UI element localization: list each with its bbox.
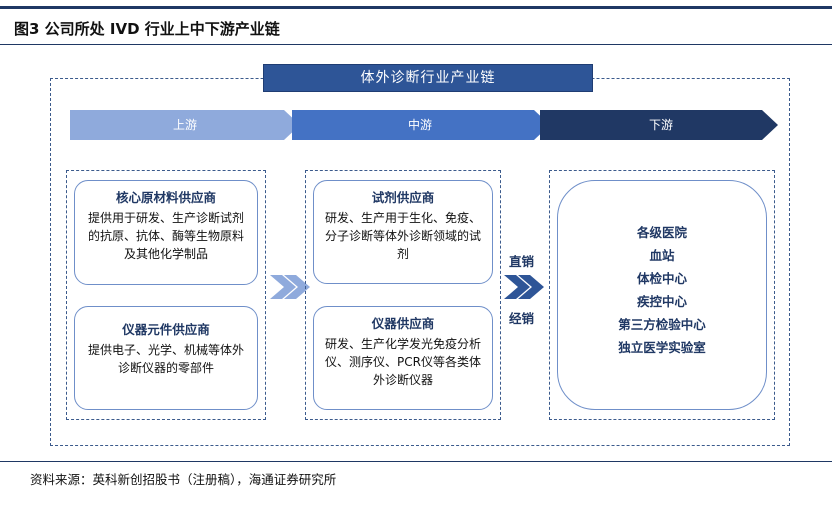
upstream-to-midstream-chevron <box>270 275 310 299</box>
upstream-column-frame <box>66 170 266 420</box>
institution-item: 体检中心 <box>636 271 687 286</box>
reagent-supplier-title: 试剂供应商 <box>371 190 435 205</box>
instrument-supplier-text: 研发、生产化学发光免疫分析仪、测序仪、PCR仪等各类体外诊断仪器 <box>324 337 481 387</box>
institution-item: 疾控中心 <box>636 294 687 309</box>
institution-item: 各级医院 <box>636 225 687 240</box>
component-supplier-text: 提供电子、光学、机械等体外诊断仪器的零部件 <box>87 343 244 375</box>
source-note: 资料来源：英科新创招股书（注册稿），海通证券研究所 <box>30 472 337 487</box>
distribution-sales-label: 经销 <box>509 311 535 326</box>
direct-sales-label: 直销 <box>509 254 535 269</box>
institution-item: 血站 <box>649 248 675 263</box>
downstream-stage-arrow <box>540 110 778 140</box>
component-supplier-card: 仪器元件供应商 提供电子、光学、机械等体外诊断仪器的零部件 <box>74 306 258 410</box>
midstream-to-downstream-chevron <box>504 275 544 299</box>
downstream-column-frame <box>549 170 775 420</box>
raw-materials-supplier-title: 核心原材料供应商 <box>115 190 216 205</box>
component-supplier-title: 仪器元件供应商 <box>122 322 210 337</box>
downstream-institutions-card: 各级医院 血站 体检中心 疾控中心 第三方检验中心 独立医学实验室 <box>557 180 767 410</box>
raw-materials-supplier-card: 核心原材料供应商 提供用于研发、生产诊断试剂的抗原、抗体、酶等生物原料及其他化学… <box>74 180 258 285</box>
midstream-stage-arrow <box>292 110 550 140</box>
figure-title: 图3 公司所处 IVD 行业上中下游产业链 <box>14 20 280 38</box>
stage-label-midstream: 中游 <box>407 118 432 132</box>
stage-label-downstream: 下游 <box>648 118 673 132</box>
raw-materials-supplier-text: 提供用于研发、生产诊断试剂的抗原、抗体、酶等生物原料及其他化学制品 <box>87 211 244 261</box>
title-rule <box>0 44 832 45</box>
industry-chain-banner: 体外诊断行业产业链 <box>263 64 593 92</box>
institution-item: 独立医学实验室 <box>618 340 706 355</box>
institution-item: 第三方检验中心 <box>618 317 706 332</box>
reagent-supplier-card: 试剂供应商 研发、生产用于生化、免疫、分子诊断等体外诊断领域的试剂 <box>313 180 493 284</box>
top-rule <box>0 6 832 9</box>
source-rule <box>0 461 832 462</box>
stage-label-upstream: 上游 <box>172 118 197 132</box>
instrument-supplier-title: 仪器供应商 <box>371 316 435 331</box>
midstream-column-frame <box>305 170 501 420</box>
reagent-supplier-text: 研发、生产用于生化、免疫、分子诊断等体外诊断领域的试剂 <box>324 211 481 261</box>
upstream-stage-arrow <box>70 110 300 140</box>
instrument-supplier-card: 仪器供应商 研发、生产化学发光免疫分析仪、测序仪、PCR仪等各类体外诊断仪器 <box>313 306 493 410</box>
